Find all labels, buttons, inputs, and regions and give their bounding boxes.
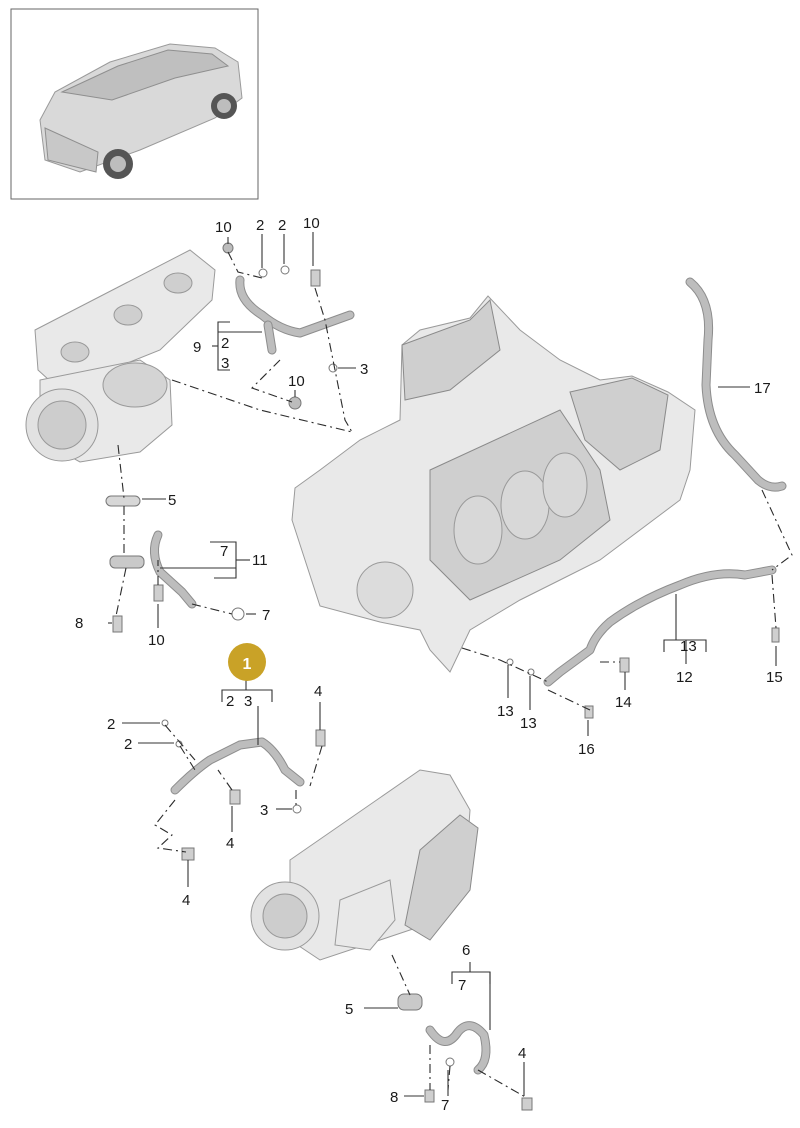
callout-1-sub-3[interactable]: 3 [244,693,252,710]
callout-2[interactable]: 2 [256,217,264,234]
line-12 [543,565,777,687]
turbocharger-upper [25,249,216,463]
callout-13[interactable]: 13 [520,715,537,732]
callout-9-sub-3[interactable]: 3 [221,355,229,372]
callout-4[interactable]: 4 [314,683,322,700]
callout-7[interactable]: 7 [441,1097,449,1114]
callout-6[interactable]: 6 [462,942,470,959]
callout-4[interactable]: 4 [518,1045,526,1062]
callout-labels: 10 2 2 10 9 2 3 10 3 17 5 7 11 8 10 7 13… [75,215,783,1114]
leader-lines [108,232,777,1097]
callout-7[interactable]: 7 [262,607,270,624]
callout-5[interactable]: 5 [345,1001,353,1018]
callout-4[interactable]: 4 [226,835,234,852]
assembly-lines [115,251,793,1099]
callout-10[interactable]: 10 [288,373,305,390]
callout-10[interactable]: 10 [303,215,320,232]
hardware [105,242,780,1111]
callout-3[interactable]: 3 [360,361,368,378]
vent-hose [685,277,787,492]
highlight-label: 1 [243,656,252,673]
turbocharger-lower [250,769,479,961]
callout-9[interactable]: 9 [193,339,201,356]
callout-3[interactable]: 3 [260,802,268,819]
highlight-circle [228,643,266,681]
callout-17[interactable]: 17 [754,380,771,397]
callout-5[interactable]: 5 [168,492,176,509]
callout-8[interactable]: 8 [390,1089,398,1106]
vehicle-thumbnail [10,8,259,200]
callout-4[interactable]: 4 [182,892,190,909]
callout-7[interactable]: 7 [458,977,466,994]
callout-16[interactable]: 16 [578,741,595,758]
oil-feed-line-upper [235,275,355,355]
callout-2[interactable]: 2 [124,736,132,753]
oil-return-line-upper [109,530,197,609]
callout-14[interactable]: 14 [615,694,632,711]
callout-2[interactable]: 2 [278,217,286,234]
callout-13[interactable]: 13 [497,703,514,720]
callout-10[interactable]: 10 [148,632,165,649]
callout-8[interactable]: 8 [75,615,83,632]
callout-1-sub-2[interactable]: 2 [226,693,234,710]
highlight-badge[interactable]: 1 [228,643,266,681]
callout-7[interactable]: 7 [220,543,228,560]
callout-10[interactable]: 10 [215,219,232,236]
callout-15[interactable]: 15 [766,669,783,686]
callout-2[interactable]: 2 [107,716,115,733]
callout-11[interactable]: 11 [252,552,268,569]
oil-feed-line-lower [170,737,305,795]
callout-12[interactable]: 12 [676,669,693,686]
group-brackets [160,321,707,1030]
callout-13[interactable]: 13 [680,638,697,655]
engine-block [291,295,696,673]
oil-return-line-lower [397,993,491,1075]
callout-9-sub-2[interactable]: 2 [221,335,229,352]
